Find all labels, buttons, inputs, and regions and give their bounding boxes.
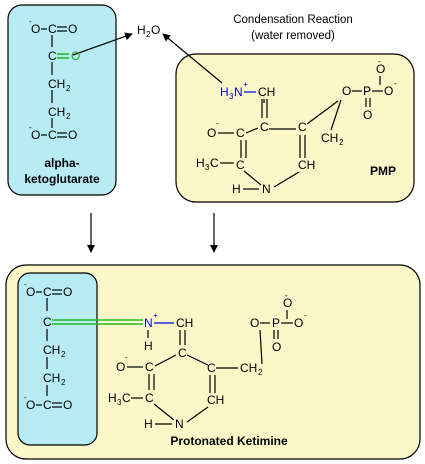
svg-text:N: N	[175, 417, 184, 431]
svg-text:2: 2	[146, 30, 151, 39]
svg-text:O: O	[342, 84, 351, 98]
svg-text:O: O	[63, 285, 72, 299]
svg-text:2: 2	[61, 378, 66, 387]
product-label: Protonated Ketimine	[170, 434, 288, 448]
arrow-amine-to-water	[162, 33, 223, 84]
svg-text:-: -	[285, 291, 288, 300]
svg-text:CH: CH	[298, 158, 315, 172]
svg-text:O: O	[31, 128, 40, 142]
svg-text:+: +	[153, 311, 158, 320]
svg-text:P: P	[363, 84, 371, 98]
imine-nitrogen: N	[144, 316, 153, 330]
svg-text:H: H	[232, 182, 241, 196]
svg-text:C: C	[43, 315, 52, 329]
akg-label-line2: ketoglutarate	[24, 172, 100, 186]
svg-text:H: H	[108, 391, 117, 405]
svg-text:C: C	[145, 360, 154, 374]
svg-text:CH: CH	[240, 361, 257, 375]
svg-text:O: O	[207, 126, 216, 140]
svg-text:O: O	[26, 398, 35, 412]
svg-text:O: O	[26, 285, 35, 299]
svg-text:-: -	[24, 280, 27, 289]
svg-text:CH: CH	[48, 105, 65, 119]
svg-text:-: -	[29, 17, 32, 26]
svg-text:O: O	[68, 22, 77, 36]
svg-text:C: C	[145, 391, 154, 405]
svg-text:O: O	[294, 316, 303, 330]
svg-text:O: O	[151, 23, 160, 37]
svg-text:C: C	[48, 128, 57, 142]
svg-text:N: N	[262, 182, 271, 196]
svg-text:O: O	[283, 296, 292, 310]
svg-text:C: C	[178, 346, 187, 360]
svg-text:O: O	[116, 360, 125, 374]
svg-text:O: O	[384, 84, 393, 98]
product-akg-highlight	[17, 272, 98, 446]
svg-text:H: H	[144, 339, 153, 353]
svg-text:3: 3	[117, 398, 122, 407]
svg-text:H: H	[144, 417, 153, 431]
svg-text:O: O	[68, 128, 77, 142]
akg-panel	[7, 4, 117, 196]
svg-text:O: O	[250, 316, 259, 330]
svg-text:C: C	[43, 398, 52, 412]
svg-text:2: 2	[61, 350, 66, 359]
svg-text:C: C	[48, 49, 57, 63]
svg-text:P: P	[363, 84, 371, 98]
svg-text:CH: CH	[176, 316, 193, 330]
pmp-structure: H 3 N + CH - - O O P P O - O C C CH 2 CH	[196, 57, 397, 196]
svg-text:C: C	[236, 158, 245, 172]
ketone-oxygen: O	[71, 49, 80, 63]
pmp-label: PMP	[370, 164, 396, 178]
svg-text:C: C	[298, 120, 307, 134]
svg-text:-: -	[378, 57, 381, 66]
svg-text:P: P	[272, 316, 280, 330]
svg-text:C: C	[122, 391, 131, 405]
svg-text:C: C	[236, 126, 245, 140]
svg-text:-: -	[394, 79, 397, 88]
product-panel	[5, 264, 421, 460]
svg-text:-: -	[216, 119, 219, 128]
svg-text:H: H	[220, 85, 229, 99]
akg-structure: - O C O C O CH 2 CH 2 - O C O	[29, 17, 80, 142]
svg-text:C: C	[260, 120, 269, 134]
svg-text:CH: CH	[43, 371, 60, 385]
svg-text:N: N	[234, 85, 243, 99]
svg-text:2: 2	[339, 138, 344, 147]
svg-text:O: O	[376, 62, 385, 76]
svg-text:CH: CH	[321, 131, 338, 145]
svg-text:CH: CH	[258, 85, 275, 99]
caption-subtitle: (water removed)	[251, 30, 335, 42]
svg-text:C: C	[207, 361, 216, 375]
svg-text:CH: CH	[48, 77, 65, 91]
svg-text:3: 3	[229, 92, 234, 101]
svg-text:CH: CH	[207, 393, 224, 407]
caption-title: Condensation Reaction	[233, 14, 353, 26]
svg-text:-: -	[125, 353, 128, 362]
svg-text:-: -	[262, 91, 265, 100]
svg-text:O: O	[363, 108, 372, 122]
svg-text:2: 2	[66, 84, 71, 93]
akg-label-line1: alpha-	[44, 156, 79, 170]
svg-text:H: H	[196, 156, 205, 170]
svg-text:-: -	[24, 393, 27, 402]
svg-text:H: H	[137, 23, 146, 37]
svg-text:2: 2	[258, 368, 263, 377]
svg-text:-: -	[29, 123, 32, 132]
ketimine-structure: - O C O C N + H CH CH 2 CH 2 - O C O	[24, 280, 307, 431]
svg-text:+: +	[243, 80, 248, 89]
arrow-oxygen-to-water	[72, 32, 133, 56]
svg-text:-: -	[304, 311, 307, 320]
svg-text:O: O	[63, 398, 72, 412]
svg-text:3: 3	[205, 163, 210, 172]
svg-text:C: C	[210, 156, 219, 170]
svg-text:CH: CH	[43, 343, 60, 357]
water-molecule: H 2 O	[137, 23, 160, 39]
svg-text:2: 2	[66, 112, 71, 121]
svg-text:O: O	[31, 22, 40, 36]
svg-text:C: C	[43, 285, 52, 299]
svg-text:O: O	[272, 340, 281, 354]
svg-text:C: C	[48, 22, 57, 36]
